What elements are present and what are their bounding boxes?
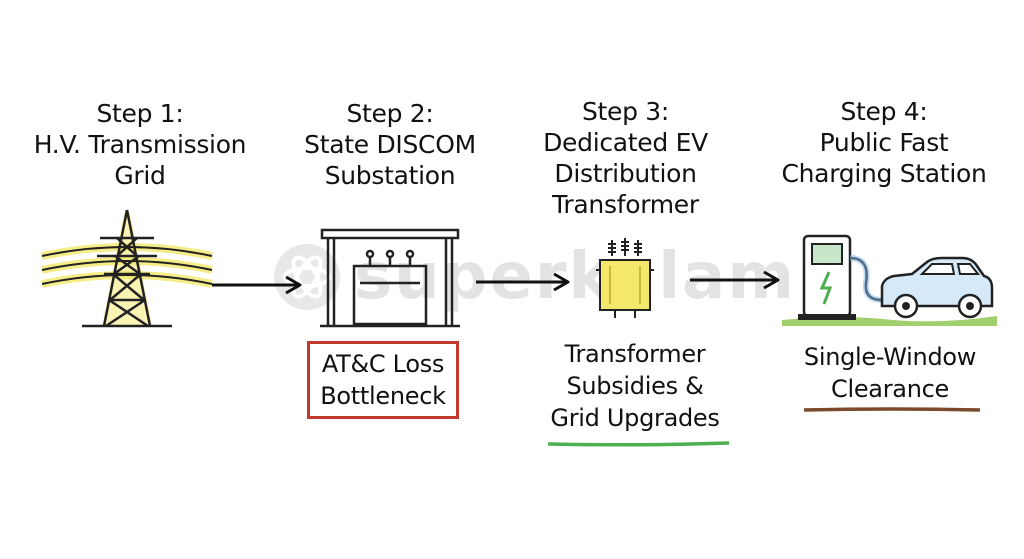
- step-4-line-2: Public Fast: [819, 128, 949, 157]
- step-3-caption-line-2: Subsidies &: [566, 372, 704, 400]
- step-3-label: Step 3:: [581, 97, 670, 126]
- step-4-caption-line-1: Single-Window: [803, 343, 977, 371]
- step-1-line-3: Grid: [114, 161, 166, 190]
- step-3-underline: [547, 441, 730, 447]
- step-4-underline: [803, 407, 981, 412]
- step-4-label: Step 4:: [840, 97, 928, 126]
- step-2-title: Step 2: State DISCOM Substation: [275, 98, 505, 191]
- step-2-caption: AT&C Loss Bottleneck: [307, 341, 459, 419]
- ev-charging-station-icon: [782, 234, 997, 326]
- step-3-line-4: Transformer: [552, 190, 699, 219]
- step-2-line-2: State DISCOM: [304, 130, 476, 159]
- step-1-title: Step 1: H.V. Transmission Grid: [20, 98, 260, 191]
- transformer-icon: [596, 238, 654, 318]
- step-4-caption: Single-Window Clearance: [792, 341, 988, 405]
- step-3-line-3: Distribution: [554, 159, 697, 188]
- step-2-line-3: Substation: [324, 161, 456, 190]
- arrow-1-icon: [212, 275, 302, 295]
- step-1-line-2: H.V. Transmission: [33, 130, 247, 159]
- step-4-title: Step 4: Public Fast Charging Station: [766, 96, 1002, 189]
- step-2-caption-line-1: AT&C Loss: [321, 350, 445, 378]
- step-3-caption-line-1: Transformer: [564, 340, 706, 368]
- step-4-line-3: Charging Station: [781, 159, 987, 188]
- step-3-line-2: Dedicated EV: [543, 128, 708, 157]
- step-1-label: Step 1:: [96, 99, 184, 128]
- step-3-caption: Transformer Subsidies & Grid Upgrades: [540, 338, 730, 434]
- arrow-2-icon: [476, 272, 570, 292]
- step-3-caption-line-3: Grid Upgrades: [550, 404, 720, 432]
- substation-icon: [320, 228, 460, 328]
- transmission-tower-icon: [41, 209, 213, 328]
- arrow-3-icon: [690, 270, 780, 290]
- step-2-caption-line-2: Bottleneck: [320, 382, 446, 410]
- step-4-caption-line-2: Clearance: [831, 375, 949, 403]
- step-2-label: Step 2:: [346, 99, 434, 128]
- step-3-title: Step 3: Dedicated EV Distribution Transf…: [518, 96, 733, 220]
